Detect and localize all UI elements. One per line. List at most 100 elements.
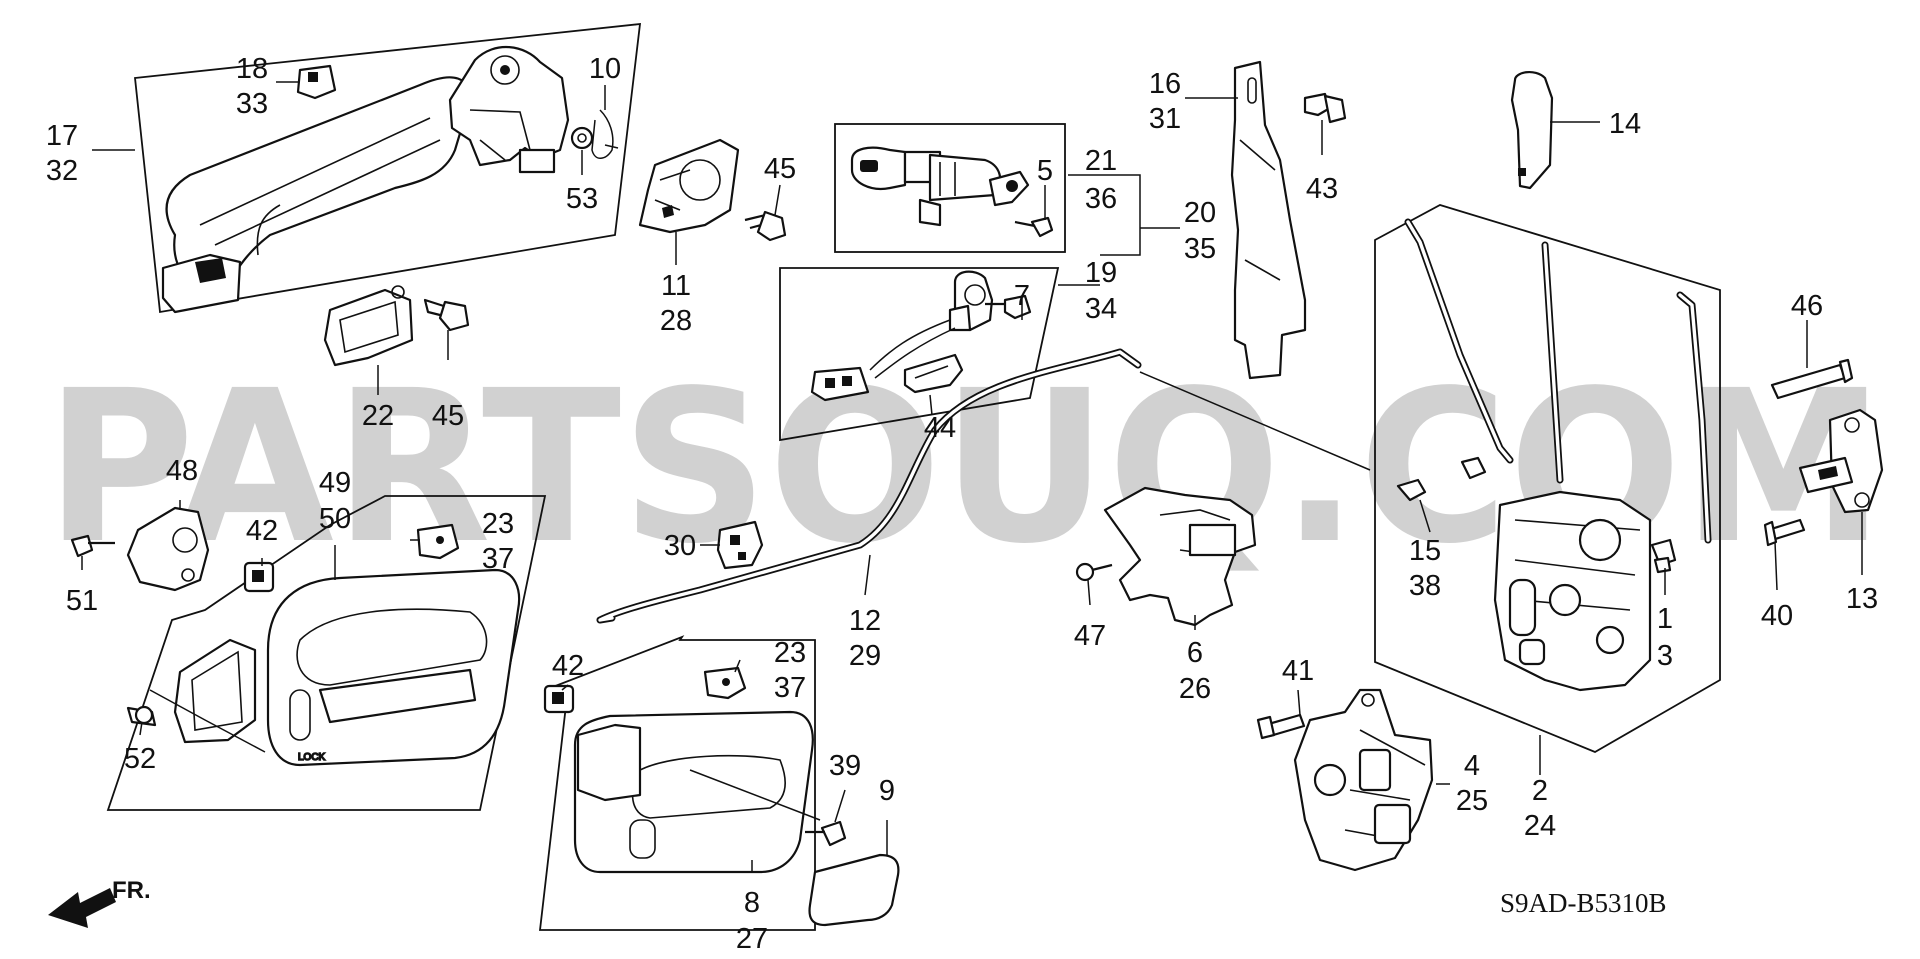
inner-handle-rear: [573, 710, 821, 874]
callout-10: 10: [589, 53, 621, 85]
protector-22: [323, 285, 414, 367]
screw-52: [126, 705, 157, 727]
cylinder-switch: [810, 270, 994, 402]
callout-51: 51: [66, 585, 98, 617]
callout-16-31: 16 31: [1149, 68, 1181, 135]
lock-clip-1: [1650, 538, 1677, 574]
inner-handle-front: LOCK: [266, 568, 521, 767]
svg-text:18: 18: [236, 53, 268, 85]
callout-2-24: 2 24: [1524, 775, 1556, 842]
svg-text:51: 51: [66, 585, 98, 617]
striker-13: [1798, 408, 1884, 514]
callout-47: 47: [1074, 620, 1106, 652]
svg-text:40: 40: [1761, 600, 1793, 632]
callout-11-28: 11 28: [660, 270, 692, 337]
callout-43: 43: [1306, 173, 1338, 205]
svg-text:26: 26: [1179, 673, 1211, 705]
clip-23-rear: [703, 666, 747, 700]
screw-39: [805, 820, 847, 847]
callout-18-33: 18 33: [236, 53, 268, 120]
svg-text:1: 1: [1657, 603, 1673, 635]
svg-text:3: 3: [1657, 640, 1673, 672]
door-lock-group-frame: [1374, 204, 1721, 753]
callout-23-37-rear: 23 37: [774, 637, 806, 704]
handle-clip-18: [296, 64, 337, 100]
key-cylinder: [850, 146, 1030, 227]
callout-44: 44: [924, 412, 956, 444]
screw-40: [1763, 518, 1806, 547]
svg-text:46: 46: [1791, 290, 1823, 322]
svg-text:37: 37: [482, 543, 514, 575]
lock-actuator-4: [1293, 688, 1434, 872]
svg-text:25: 25: [1456, 785, 1488, 817]
front-inner-handle-group-frame: [106, 495, 547, 811]
direction-label: FR.: [112, 877, 151, 904]
callout-7: 7: [1014, 280, 1030, 312]
svg-text:17: 17: [46, 120, 78, 152]
callout-9: 9: [879, 775, 895, 807]
svg-text:24: 24: [1524, 810, 1556, 842]
svg-text:31: 31: [1149, 103, 1181, 135]
callout-13: 13: [1846, 583, 1878, 615]
svg-text:LOCK: LOCK: [298, 752, 326, 763]
screw-45-upper: [744, 210, 787, 242]
svg-text:48: 48: [166, 455, 198, 487]
svg-text:12: 12: [849, 605, 881, 637]
svg-text:13: 13: [1846, 583, 1878, 615]
front-direction-marker: FR.: [48, 877, 151, 928]
callout-46: 46: [1791, 290, 1823, 322]
callout-17-32: 17 32: [46, 120, 78, 187]
callout-22: 22: [362, 400, 394, 432]
svg-text:38: 38: [1409, 570, 1441, 602]
callout-45-upper: 45: [764, 153, 796, 185]
leader-lines: [81, 81, 1863, 872]
svg-text:39: 39: [829, 750, 861, 782]
svg-text:21: 21: [1085, 145, 1117, 177]
callout-6-26: 6 26: [1179, 637, 1211, 705]
svg-text:22: 22: [362, 400, 394, 432]
screw-46: [1770, 358, 1854, 400]
screw-41: [1256, 713, 1306, 740]
bracket-14: [1510, 71, 1554, 190]
callout-5: 5: [1037, 155, 1053, 187]
svg-text:41: 41: [1282, 655, 1314, 687]
bezel-frame-front: [149, 638, 266, 753]
spring-clip-10: [591, 109, 619, 159]
svg-text:6: 6: [1187, 637, 1203, 669]
clip-42-rear: [543, 684, 575, 714]
callout-4-25: 4 25: [1456, 750, 1488, 817]
svg-text:23: 23: [482, 508, 514, 540]
callout-41: 41: [1282, 655, 1314, 687]
callout-40: 40: [1761, 600, 1793, 632]
svg-text:53: 53: [566, 183, 598, 215]
callout-30: 30: [664, 530, 696, 562]
latch-6: [1103, 486, 1257, 627]
svg-text:19: 19: [1085, 257, 1117, 289]
svg-text:27: 27: [736, 923, 768, 955]
callout-49-50: 49 50: [319, 467, 351, 535]
callout-1-3: 1 3: [1657, 603, 1673, 672]
svg-text:52: 52: [124, 743, 156, 775]
svg-text:15: 15: [1409, 535, 1441, 567]
clip-42-front: [243, 561, 275, 593]
callout-48: 48: [166, 455, 198, 487]
svg-text:16: 16: [1149, 68, 1181, 100]
cap-9: [808, 853, 900, 927]
callout-8-27: 8 27: [736, 887, 768, 955]
svg-text:9: 9: [879, 775, 895, 807]
screw-47: [1075, 562, 1113, 582]
callout-42-front: 42: [246, 515, 278, 547]
svg-text:45: 45: [432, 400, 464, 432]
cylinder-switch-group-frame: [779, 267, 1060, 442]
handle-base-11: [638, 138, 740, 234]
svg-text:11: 11: [661, 270, 691, 302]
svg-text:14: 14: [1609, 108, 1641, 140]
svg-text:30: 30: [664, 530, 696, 562]
clip-43: [1303, 92, 1347, 124]
outer-handle-group-frame: [134, 22, 642, 314]
svg-text:10: 10: [589, 53, 621, 85]
svg-text:2: 2: [1532, 775, 1548, 807]
callout-15-38: 15 38: [1409, 535, 1441, 602]
callout-23-37-front: 23 37: [482, 508, 514, 575]
